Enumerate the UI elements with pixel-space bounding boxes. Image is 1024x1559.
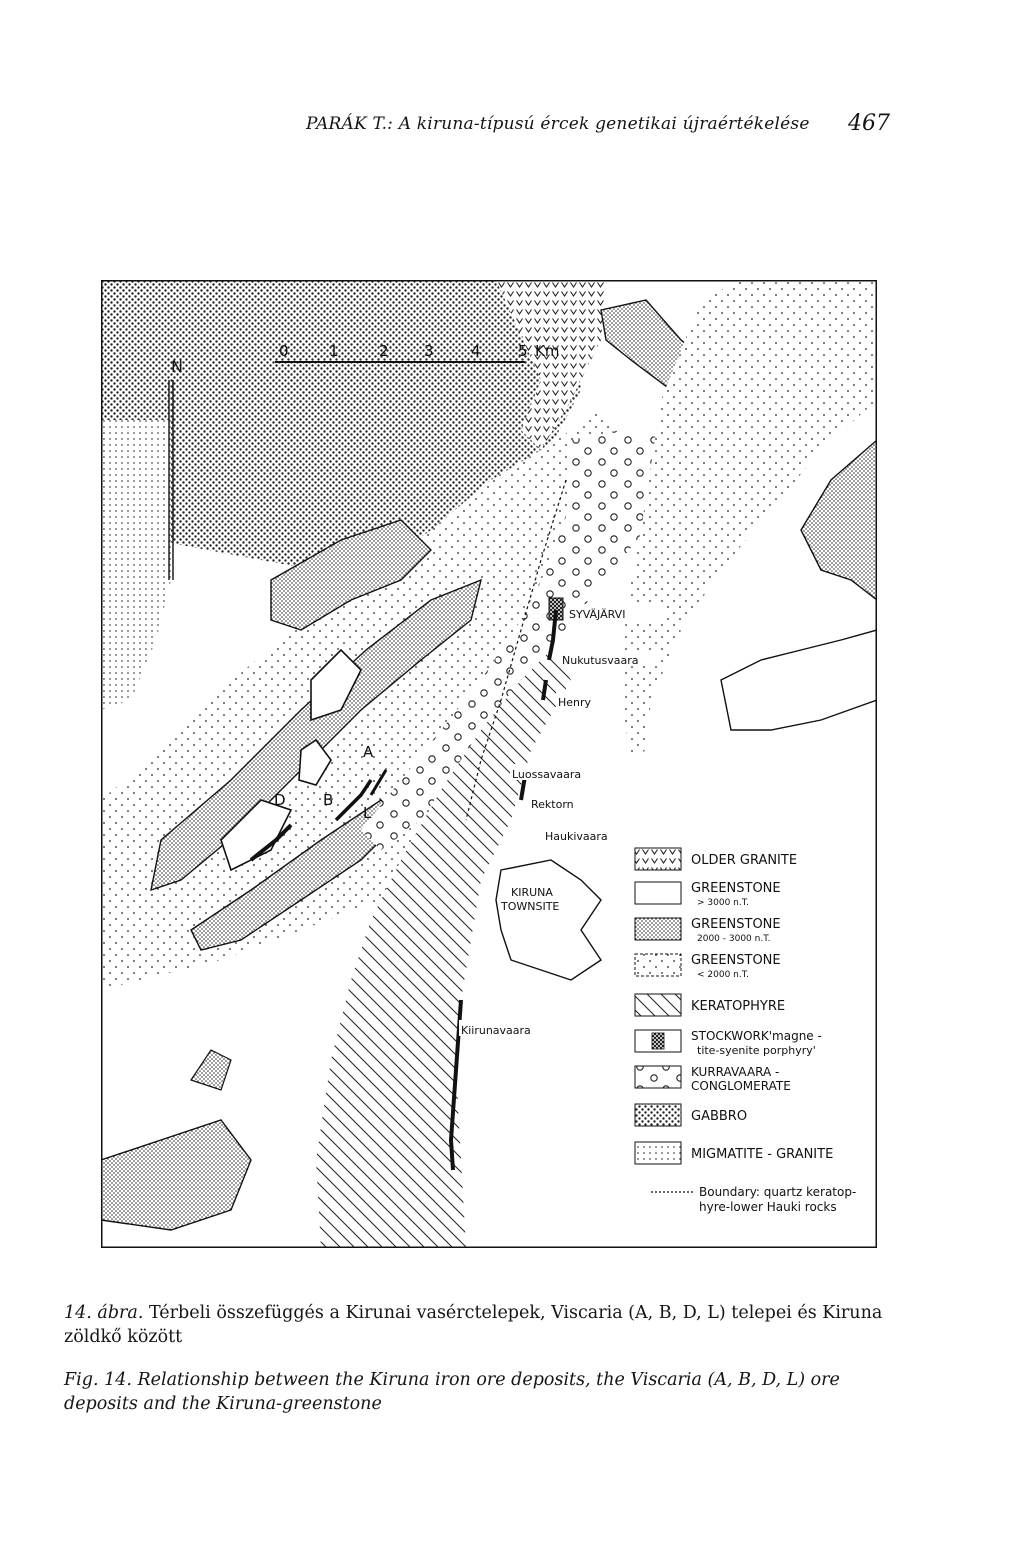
legend-label-gabbro: GABBRO <box>691 1109 747 1124</box>
legend-swatch-migmatite <box>634 1141 682 1165</box>
legend-swatch-greenstone-mid <box>634 917 682 941</box>
page-number: 467 <box>848 111 890 136</box>
greenstone-mid-unit-2 <box>270 519 432 631</box>
legend-label-boundary: Boundary: quartz keratop- <box>699 1185 856 1199</box>
kiruna-townsite-outline <box>495 859 602 981</box>
legend-swatch-greenstone-high <box>634 881 682 905</box>
legend-label-greenstone-high: GREENSTONE <box>691 881 781 896</box>
ore-body-henry <box>541 679 548 701</box>
scale-tick-2: 2 <box>379 342 389 360</box>
legend-swatch-gabbro <box>634 1103 682 1127</box>
legend-sub-greenstone-high: > 3000 n.T. <box>697 898 749 908</box>
legend-sub-stockwork: tite-syenite porphyry' <box>697 1044 816 1057</box>
legend-sub-kurravaara: CONGLOMERATE <box>691 1079 791 1093</box>
label-kiruna: KIRUNA <box>511 886 553 899</box>
migmatite-granite-unit-west <box>101 420 171 710</box>
greenstone-mid-unit-sw <box>101 1119 252 1231</box>
legend-swatch-kurravaara <box>634 1065 682 1089</box>
scale-unit: Km <box>535 342 559 360</box>
legend-swatch-greenstone-low <box>634 953 682 977</box>
kurravaara-conglomerate-unit <box>361 430 671 850</box>
caption-en-text: Relationship between the Kiruna iron ore… <box>64 1370 840 1414</box>
article-title: A kiruna-típusú ércek genetikai újraérté… <box>398 114 810 134</box>
legend-label-stockwork: STOCKWORK'magne - <box>691 1029 822 1043</box>
label-rektorn: Rektorn <box>531 798 574 811</box>
north-arrow: N <box>168 357 183 580</box>
legend-sub-greenstone-low: < 2000 n.T. <box>697 970 749 980</box>
caption-english: Fig. 14. Relationship between the Kiruna… <box>64 1368 904 1416</box>
scale-tick-3: 3 <box>424 342 434 360</box>
scale-tick-4: 4 <box>471 342 481 360</box>
keratophyre-unit <box>316 650 571 1248</box>
greenstone-high-lens-3 <box>220 799 293 872</box>
greenstone-high-lens-2 <box>298 738 332 786</box>
legend-label-greenstone-low: GREENSTONE <box>691 953 781 968</box>
label-henry: Henry <box>558 696 592 709</box>
legend-label-migmatite: MIGMATITE - GRANITE <box>691 1147 833 1162</box>
older-granite-unit <box>496 280 606 450</box>
legend-sub-greenstone-mid: 2000 - 3000 n.T. <box>697 934 771 944</box>
boundary-line <box>465 479 567 821</box>
ore-body-kiirunavaara <box>448 999 463 1171</box>
ore-body-viscaria-d <box>249 823 293 862</box>
map-legend: OLDER GRANITE GREENSTONE > 3000 n.T. GRE… <box>626 838 877 1248</box>
legend-swatch-older-granite <box>634 847 682 871</box>
scale-tick-0: 0 <box>279 342 289 360</box>
legend-sub-boundary: hyre-lower Hauki rocks <box>699 1200 837 1214</box>
label-nukutusvaara: Nukutusvaara <box>562 654 638 667</box>
author-name: PARÁK T.: <box>306 114 394 134</box>
scale-tick-1: 1 <box>329 342 339 360</box>
greenstone-lens-sw <box>190 1049 232 1091</box>
scale-tick-5: 5 <box>518 342 528 360</box>
ore-body-viscaria-l <box>369 769 388 796</box>
label-syvajarvi: SYVÄJÄRVI <box>569 608 625 621</box>
deposit-b-label: B <box>323 791 333 809</box>
legend-label-greenstone-mid: GREENSTONE <box>691 917 781 932</box>
scale-bar: 0 1 2 3 4 5 Km <box>275 342 559 363</box>
label-kiirunavaara: Kiirunavaara <box>461 1024 531 1037</box>
north-label: N <box>171 357 183 376</box>
greenstone-mid-unit-east <box>800 439 877 601</box>
running-head: PARÁK T.: A kiruna-típusú ércek genetika… <box>306 114 810 134</box>
legend-label-kurravaara: KURRAVAARA - <box>691 1065 779 1079</box>
geological-map: N 0 1 2 3 4 5 Km SYVÄJÄRVI <box>101 280 877 1248</box>
ore-body-nukutusvaara <box>547 609 558 661</box>
legend-label-older-granite: OLDER GRANITE <box>691 853 797 868</box>
deposit-l-label: L <box>363 804 372 822</box>
label-luossavaara: Luossavaara <box>512 768 581 781</box>
caption-hu-text: Térbeli összefüggés a Kirunai vasérctele… <box>64 1303 883 1347</box>
geological-map-svg: N 0 1 2 3 4 5 Km SYVÄJÄRVI <box>101 280 877 1248</box>
legend-label-keratophyre: KERATOPHYRE <box>691 999 785 1014</box>
caption-hu-label: 14. ábra. <box>64 1303 144 1323</box>
greenstone-low-unit-east <box>621 280 877 760</box>
legend-swatch-keratophyre <box>634 993 682 1017</box>
east-river <box>720 629 877 731</box>
label-townsite: TOWNSITE <box>500 900 559 913</box>
caption-en-label: Fig. 14. <box>64 1370 132 1390</box>
map-border <box>101 280 877 1248</box>
caption-hungarian: 14. ábra. Térbeli összefüggés a Kirunai … <box>64 1301 904 1349</box>
deposit-d-label: D <box>274 791 286 809</box>
deposit-a-label: A <box>363 743 374 761</box>
legend-swatch-stockwork-symbol <box>651 1032 665 1050</box>
label-haukivaara: Haukivaara <box>545 830 608 843</box>
ore-body-viscaria-b <box>334 779 373 822</box>
greenstone-high-lens-1 <box>310 648 362 722</box>
